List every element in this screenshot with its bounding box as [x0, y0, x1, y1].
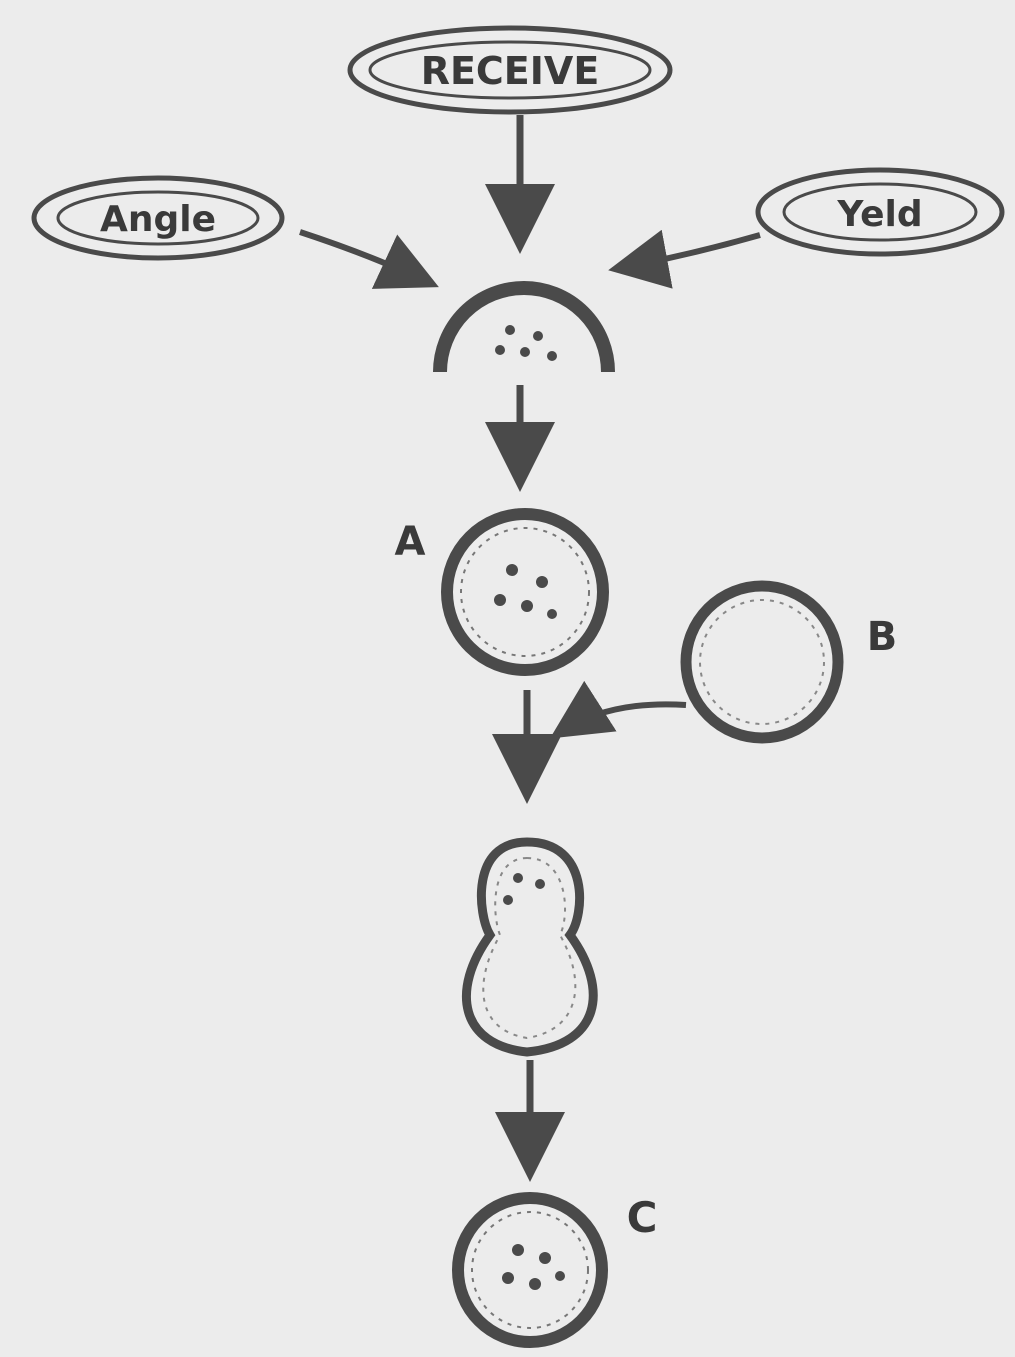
semicircle-node [440, 288, 608, 372]
top-oval-label: RECEIVE [421, 49, 600, 93]
right-oval: Yeld [758, 170, 1002, 254]
node-b [686, 586, 838, 738]
node-b-label: B [867, 614, 898, 660]
elongated-node [466, 842, 593, 1052]
left-oval: Angle [34, 178, 282, 258]
node-a [447, 514, 603, 670]
top-oval: RECEIVE [350, 28, 670, 112]
node-a-label: A [395, 519, 426, 565]
node-c [458, 1198, 602, 1342]
left-oval-label: Angle [100, 199, 216, 240]
arrow-right-to-semicircle [620, 235, 760, 268]
right-oval-label: Yeld [836, 194, 922, 235]
arrow-b-merge [560, 704, 686, 732]
arrow-left-to-semicircle [300, 232, 428, 282]
node-c-label: C [627, 1193, 658, 1242]
